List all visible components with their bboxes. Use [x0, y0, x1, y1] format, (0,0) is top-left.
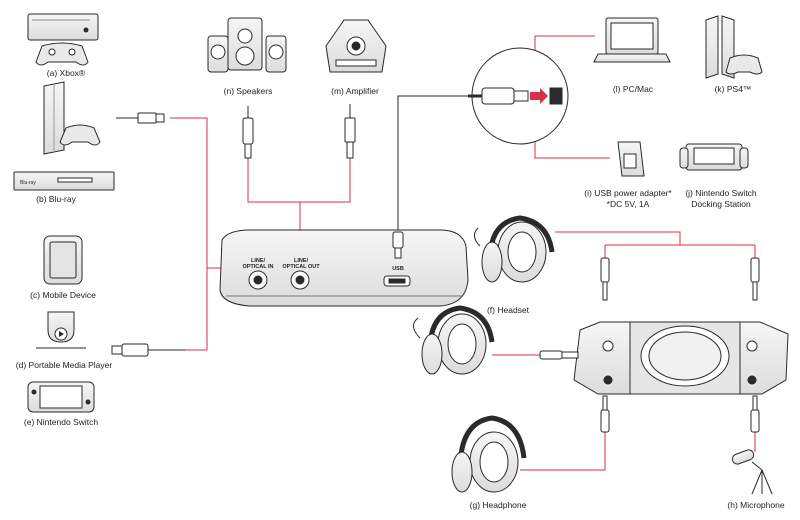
xbox-controller-icon [35, 42, 89, 66]
label-bluray: (b) Blu-ray [36, 194, 76, 204]
label-pmp: (d) Portable Media Player [15, 360, 113, 370]
gamepad-icon [59, 124, 101, 146]
xbox-console-icon [27, 13, 99, 41]
optical-plug-icon [116, 112, 165, 124]
hub-plugs [539, 257, 760, 433]
nintendo-switch-icon [27, 381, 95, 413]
usb-cable-plug-icon [392, 231, 404, 259]
line-headset-to-hub [555, 231, 681, 245]
switch-dock-icon [679, 143, 749, 171]
mobile-device-icon [43, 235, 83, 285]
label-xbox: (a) Xbox® [46, 68, 86, 78]
playstation-console-icon [43, 81, 65, 155]
headphone-icon [451, 415, 527, 493]
label-usb-adapter-line2: *DC 5V, 1A [606, 198, 650, 209]
amplifier-plug-icon [344, 104, 356, 159]
speakers-icon [207, 17, 287, 73]
label-speakers: (n) Speakers [223, 86, 273, 96]
label-usb-adapter-line1: (i) USB power adapter* [584, 188, 672, 198]
port-label-usb: USB [392, 266, 404, 272]
label-ps4: (k) PS4™ [714, 84, 752, 94]
label-amplifier: (m) Amplifier [331, 86, 379, 96]
control-pod-device [573, 321, 789, 395]
label-headphone: (g) Headphone [469, 500, 527, 510]
laptop-icon [593, 17, 671, 63]
label-switch-dock-line1: (j) Nintendo Switch [685, 188, 757, 198]
label-switch-dock: (j) Nintendo Switch Docking Station [676, 188, 766, 209]
usb-power-adapter-icon [617, 141, 645, 177]
port-label-line-out-2: OPTICAL OUT [282, 264, 320, 271]
label-headset: (f) Headset [486, 305, 530, 315]
portable-media-player-icon [36, 311, 86, 349]
port-label-line-out-1: LINE/ [293, 258, 309, 264]
headset-top-icon [474, 215, 555, 283]
label-switch-dock-line2: Docking Station [691, 198, 751, 209]
label-microphone: (h) Microphone [727, 500, 785, 510]
usb-cable [397, 95, 468, 232]
port-label-line-out: LINE/ OPTICAL OUT [276, 258, 326, 271]
port-label-line-in-2: OPTICAL IN [242, 264, 274, 271]
label-mobile: (c) Mobile Device [30, 290, 96, 300]
ps4-controller-icon [725, 54, 763, 75]
bluray-player-icon: Blu-ray [13, 171, 115, 191]
label-usb-adapter: (i) USB power adapter* *DC 5V, 1A [582, 188, 674, 209]
amplifier-icon [325, 19, 387, 73]
port-label-line-in: LINE/ OPTICAL IN [236, 258, 280, 271]
label-switch: (e) Nintendo Switch [23, 417, 99, 427]
sound-card-device [219, 229, 469, 307]
port-label-line-in-1: LINE/ [250, 258, 266, 264]
line-speakers-amp-to-lineout [247, 158, 351, 203]
microphone-icon [731, 449, 773, 495]
line-headphone-to-hub [520, 432, 606, 471]
svg-text:Blu-ray: Blu-ray [20, 180, 36, 186]
line-pmp-to-linein [185, 268, 208, 351]
aux-plug-icon [111, 343, 185, 357]
speakers-plug-icon [242, 106, 254, 159]
label-pc: (l) PC/Mac [612, 84, 654, 94]
headset-middle-icon [413, 305, 495, 375]
usb-zoom-callout [468, 47, 569, 145]
